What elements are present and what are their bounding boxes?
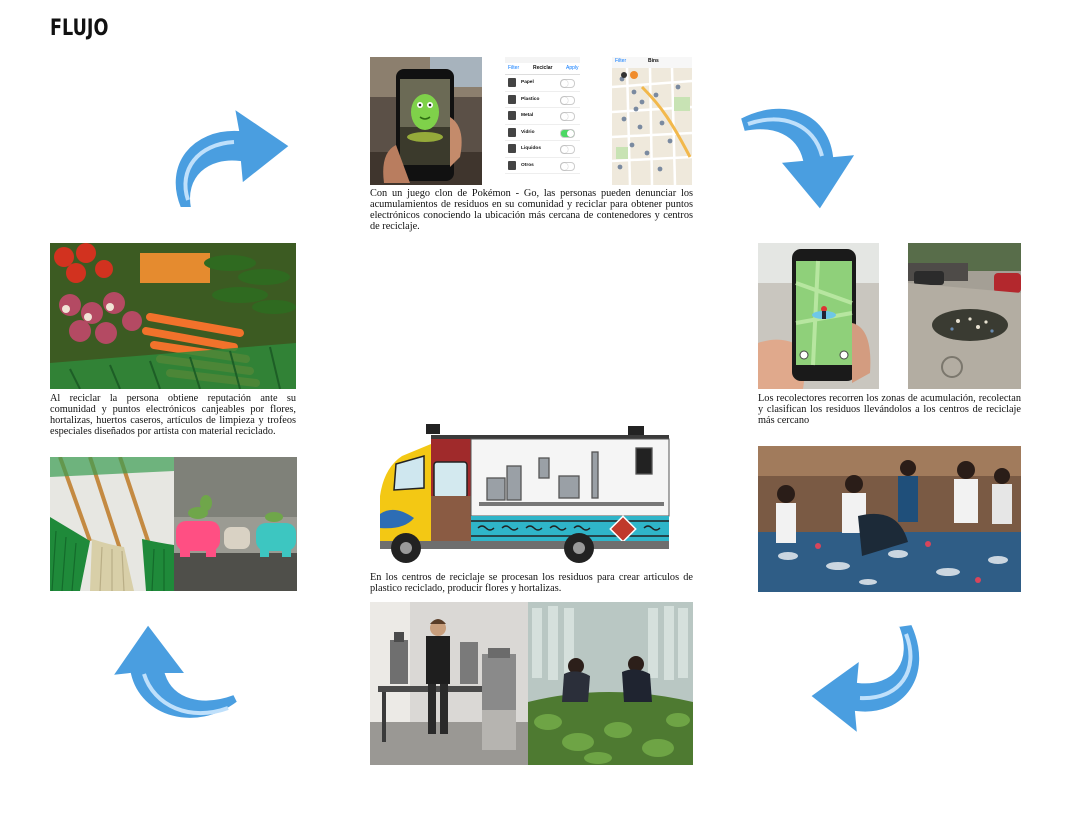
app-toggle-row: Metal bbox=[505, 108, 580, 125]
photo-greenhouse-bottles bbox=[528, 602, 693, 765]
app-toggle-switch bbox=[560, 161, 575, 171]
page-title: FLUJO bbox=[50, 16, 109, 41]
app-back-link: Filter bbox=[508, 65, 520, 71]
bin-type-icon bbox=[508, 144, 516, 153]
photo-phone-map-game bbox=[758, 243, 879, 389]
photo-sorting-plastic bbox=[758, 446, 1021, 592]
app-toggle-label: Otros bbox=[521, 162, 534, 168]
photo-trash-pothole bbox=[908, 243, 1021, 389]
bin-type-icon bbox=[508, 78, 516, 87]
photo-phone-ar-game bbox=[370, 57, 482, 185]
app-toggle-switch bbox=[560, 112, 575, 121]
app-toggle-label: Liquidos bbox=[521, 146, 541, 151]
app-toggle-switch bbox=[560, 145, 575, 154]
flow-arrow-top-right-icon bbox=[738, 100, 860, 212]
caption-step-4: Al reciclar la persona obtiene reputació… bbox=[50, 393, 296, 437]
app-toggle-label: Metal bbox=[521, 113, 534, 118]
photo-recycled-planters bbox=[174, 457, 297, 591]
app-screen-title: Reciclar bbox=[533, 65, 553, 71]
app-toggle-switch bbox=[560, 95, 575, 105]
app-toggle-label: Vidrio bbox=[521, 129, 535, 135]
caption-step-1: Con un juego clon de Pokémon - Go, las p… bbox=[370, 188, 693, 232]
bin-type-icon bbox=[508, 94, 516, 104]
app-apply-link: Apply bbox=[566, 65, 579, 71]
app-toggle-row: Plastico bbox=[505, 92, 580, 108]
caption-step-3: En los centros de reciclaje se procesan … bbox=[370, 572, 693, 594]
photo-brooms bbox=[50, 457, 174, 591]
bin-type-icon bbox=[508, 127, 516, 137]
flow-arrow-bottom-left-icon bbox=[110, 622, 242, 730]
app-toggle-label: Papel bbox=[521, 80, 534, 85]
flow-arrow-top-left-icon bbox=[168, 100, 294, 212]
map-back-link: Filter bbox=[615, 58, 627, 64]
app-toggle-row: Papel bbox=[505, 75, 580, 92]
app-toggle-switch bbox=[560, 79, 575, 88]
map-screen-title: Bins bbox=[648, 58, 659, 64]
app-toggle-row: Otros bbox=[505, 158, 580, 174]
bin-type-icon bbox=[508, 160, 516, 170]
app-toggle-switch bbox=[560, 128, 575, 138]
flow-arrow-bottom-right-icon bbox=[808, 620, 926, 738]
caption-step-2: Los recolectores recorren los zonas de a… bbox=[758, 393, 1021, 426]
photo-vegetables bbox=[50, 243, 296, 389]
app-toggle-row: Liquidos bbox=[505, 141, 580, 158]
app-toggle-row: Vidrio bbox=[505, 125, 580, 141]
map-screen-bins: Filter Bins bbox=[612, 57, 692, 185]
bin-type-icon bbox=[508, 111, 516, 120]
app-toggle-label: Plastico bbox=[521, 96, 540, 102]
recycling-truck-illustration bbox=[374, 418, 684, 568]
photo-recycling-lab bbox=[370, 602, 528, 765]
